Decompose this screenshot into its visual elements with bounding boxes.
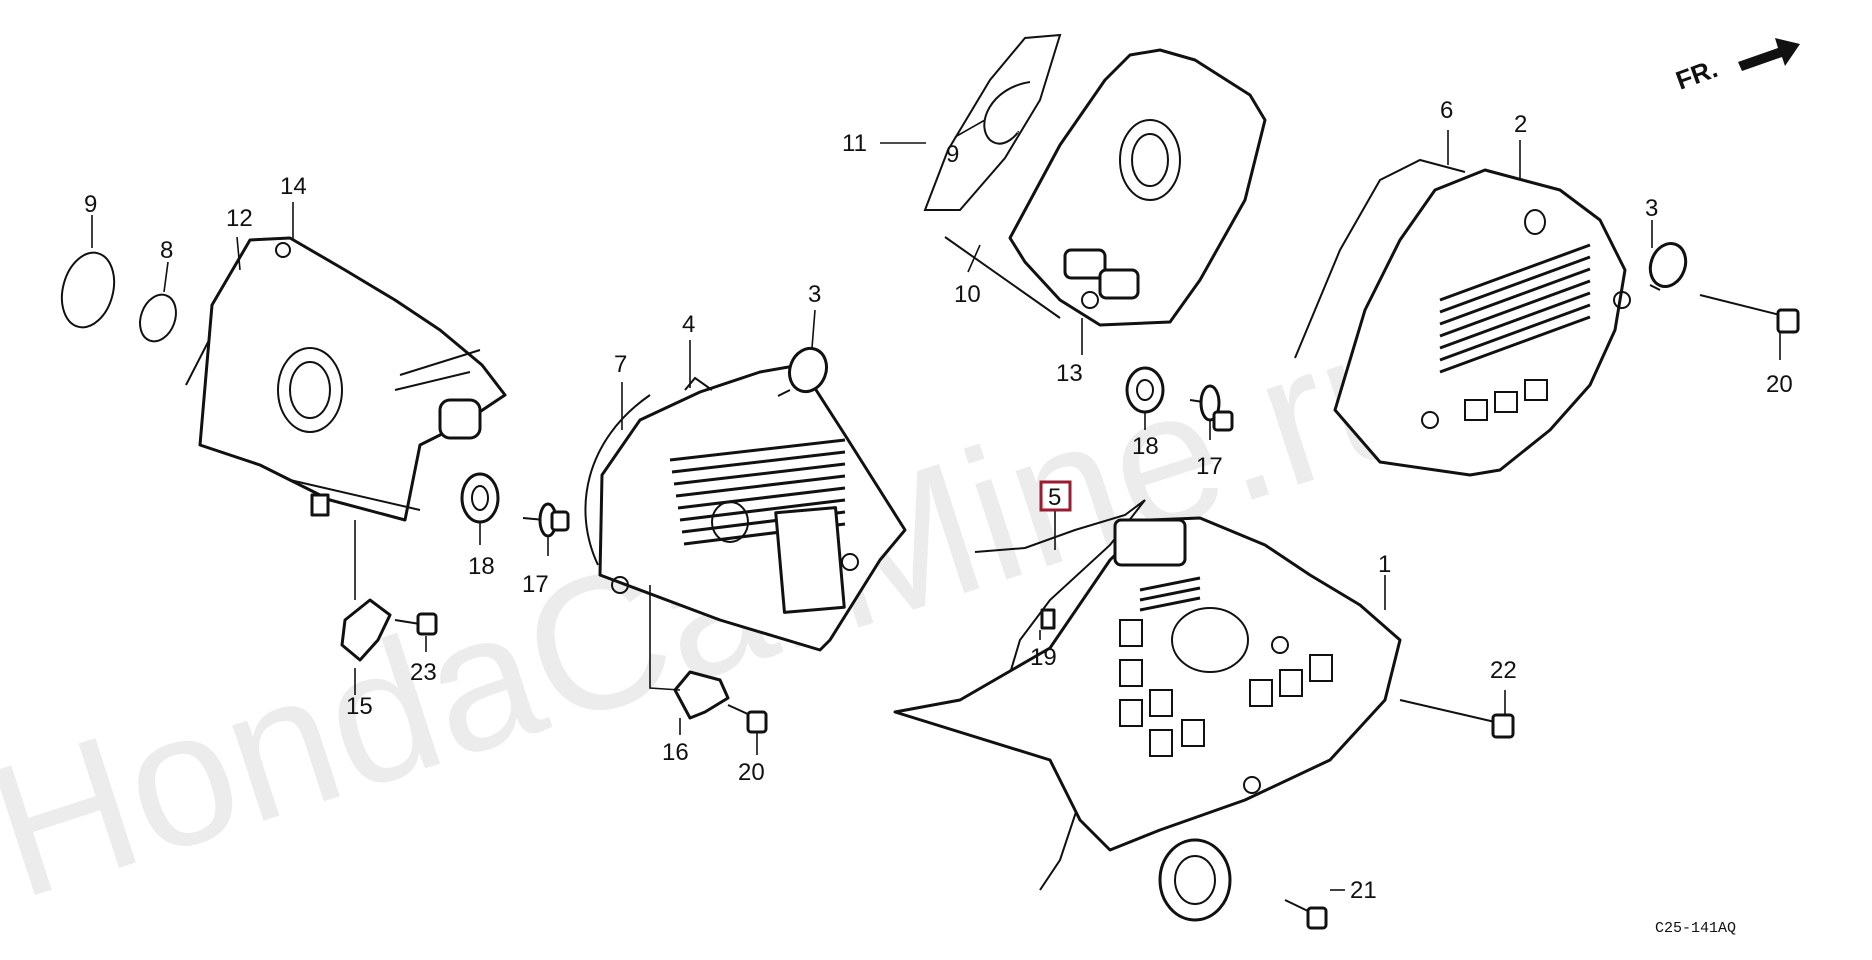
callout-1[interactable]: 1 — [1378, 551, 1391, 578]
callout-17-left[interactable]: 17 — [522, 571, 549, 598]
part-bolt-20-left — [727, 704, 768, 734]
part-gasket-11 — [923, 33, 1062, 211]
part-bolt-20-right — [1699, 294, 1800, 334]
callout-21[interactable]: 21 — [1350, 877, 1377, 904]
part-grommet-18-left — [460, 472, 500, 524]
part-collar-17-left — [522, 502, 570, 538]
callout-17-right[interactable]: 17 — [1196, 453, 1223, 480]
callout-23[interactable]: 23 — [410, 659, 437, 686]
part-seal-7 — [584, 394, 651, 566]
part-bolt-23 — [394, 612, 438, 636]
callout-7[interactable]: 7 — [614, 351, 627, 378]
part-cover-4 — [598, 363, 907, 652]
part-snap-ring-9 — [60, 251, 116, 329]
part-cover-1 — [893, 516, 1402, 922]
callout-13[interactable]: 13 — [1056, 360, 1083, 387]
part-cap-3-right — [1648, 242, 1688, 291]
part-bracket-15 — [340, 598, 392, 662]
callout-20-left[interactable]: 20 — [738, 759, 765, 786]
callout-11[interactable]: 11 — [842, 130, 867, 157]
part-back-plate-13 — [1008, 48, 1267, 327]
callout-3-right[interactable]: 3 — [1645, 195, 1658, 222]
part-bolt-21 — [1284, 899, 1328, 930]
part-strip-10 — [944, 236, 1061, 319]
arrow-right-icon — [1738, 38, 1800, 71]
part-cover-2 — [1333, 168, 1631, 477]
callout-20-right[interactable]: 20 — [1766, 371, 1793, 398]
front-direction-label: FR. — [1672, 53, 1722, 96]
part-grommet-18-right — [1125, 366, 1165, 414]
callout-18-right[interactable]: 18 — [1132, 433, 1159, 460]
part-clip-19 — [1040, 608, 1056, 630]
diagram-code: C25-141AQ — [1655, 920, 1736, 937]
callout-14[interactable]: 14 — [280, 173, 307, 200]
callout-9-top[interactable]: 9 — [946, 141, 959, 168]
callout-4[interactable]: 4 — [682, 311, 695, 338]
part-seal-9-top — [983, 81, 1031, 145]
callout-5[interactable]: 5 — [1048, 484, 1061, 511]
callout-2[interactable]: 2 — [1514, 111, 1527, 138]
callout-22[interactable]: 22 — [1490, 657, 1517, 684]
part-seal-6 — [1294, 158, 1466, 359]
callout-16[interactable]: 16 — [662, 739, 689, 766]
part-cap-3-left — [777, 346, 829, 397]
callout-12[interactable]: 12 — [226, 205, 253, 232]
callout-5-highlight-box — [1039, 480, 1072, 512]
front-direction-arrow: FR. — [1672, 38, 1800, 96]
leader-lines — [91, 119, 1781, 891]
callout-19[interactable]: 19 — [1030, 644, 1057, 671]
callout-labels: 9 8 12 14 18 17 15 23 7 4 3 16 20 11 9 1… — [84, 97, 1793, 904]
callout-6[interactable]: 6 — [1440, 97, 1453, 124]
part-bolt-22 — [1399, 699, 1515, 739]
part-bracket-16 — [673, 670, 730, 720]
callout-10[interactable]: 10 — [954, 281, 981, 308]
callout-8[interactable]: 8 — [160, 237, 173, 264]
part-cover-14 — [198, 236, 507, 522]
callout-15[interactable]: 15 — [346, 693, 373, 720]
callout-3-left[interactable]: 3 — [808, 281, 821, 308]
callout-18-left[interactable]: 18 — [468, 553, 495, 580]
part-collar-17-right — [1189, 384, 1234, 432]
part-seal-8 — [139, 293, 177, 343]
callout-9-left[interactable]: 9 — [84, 191, 97, 218]
